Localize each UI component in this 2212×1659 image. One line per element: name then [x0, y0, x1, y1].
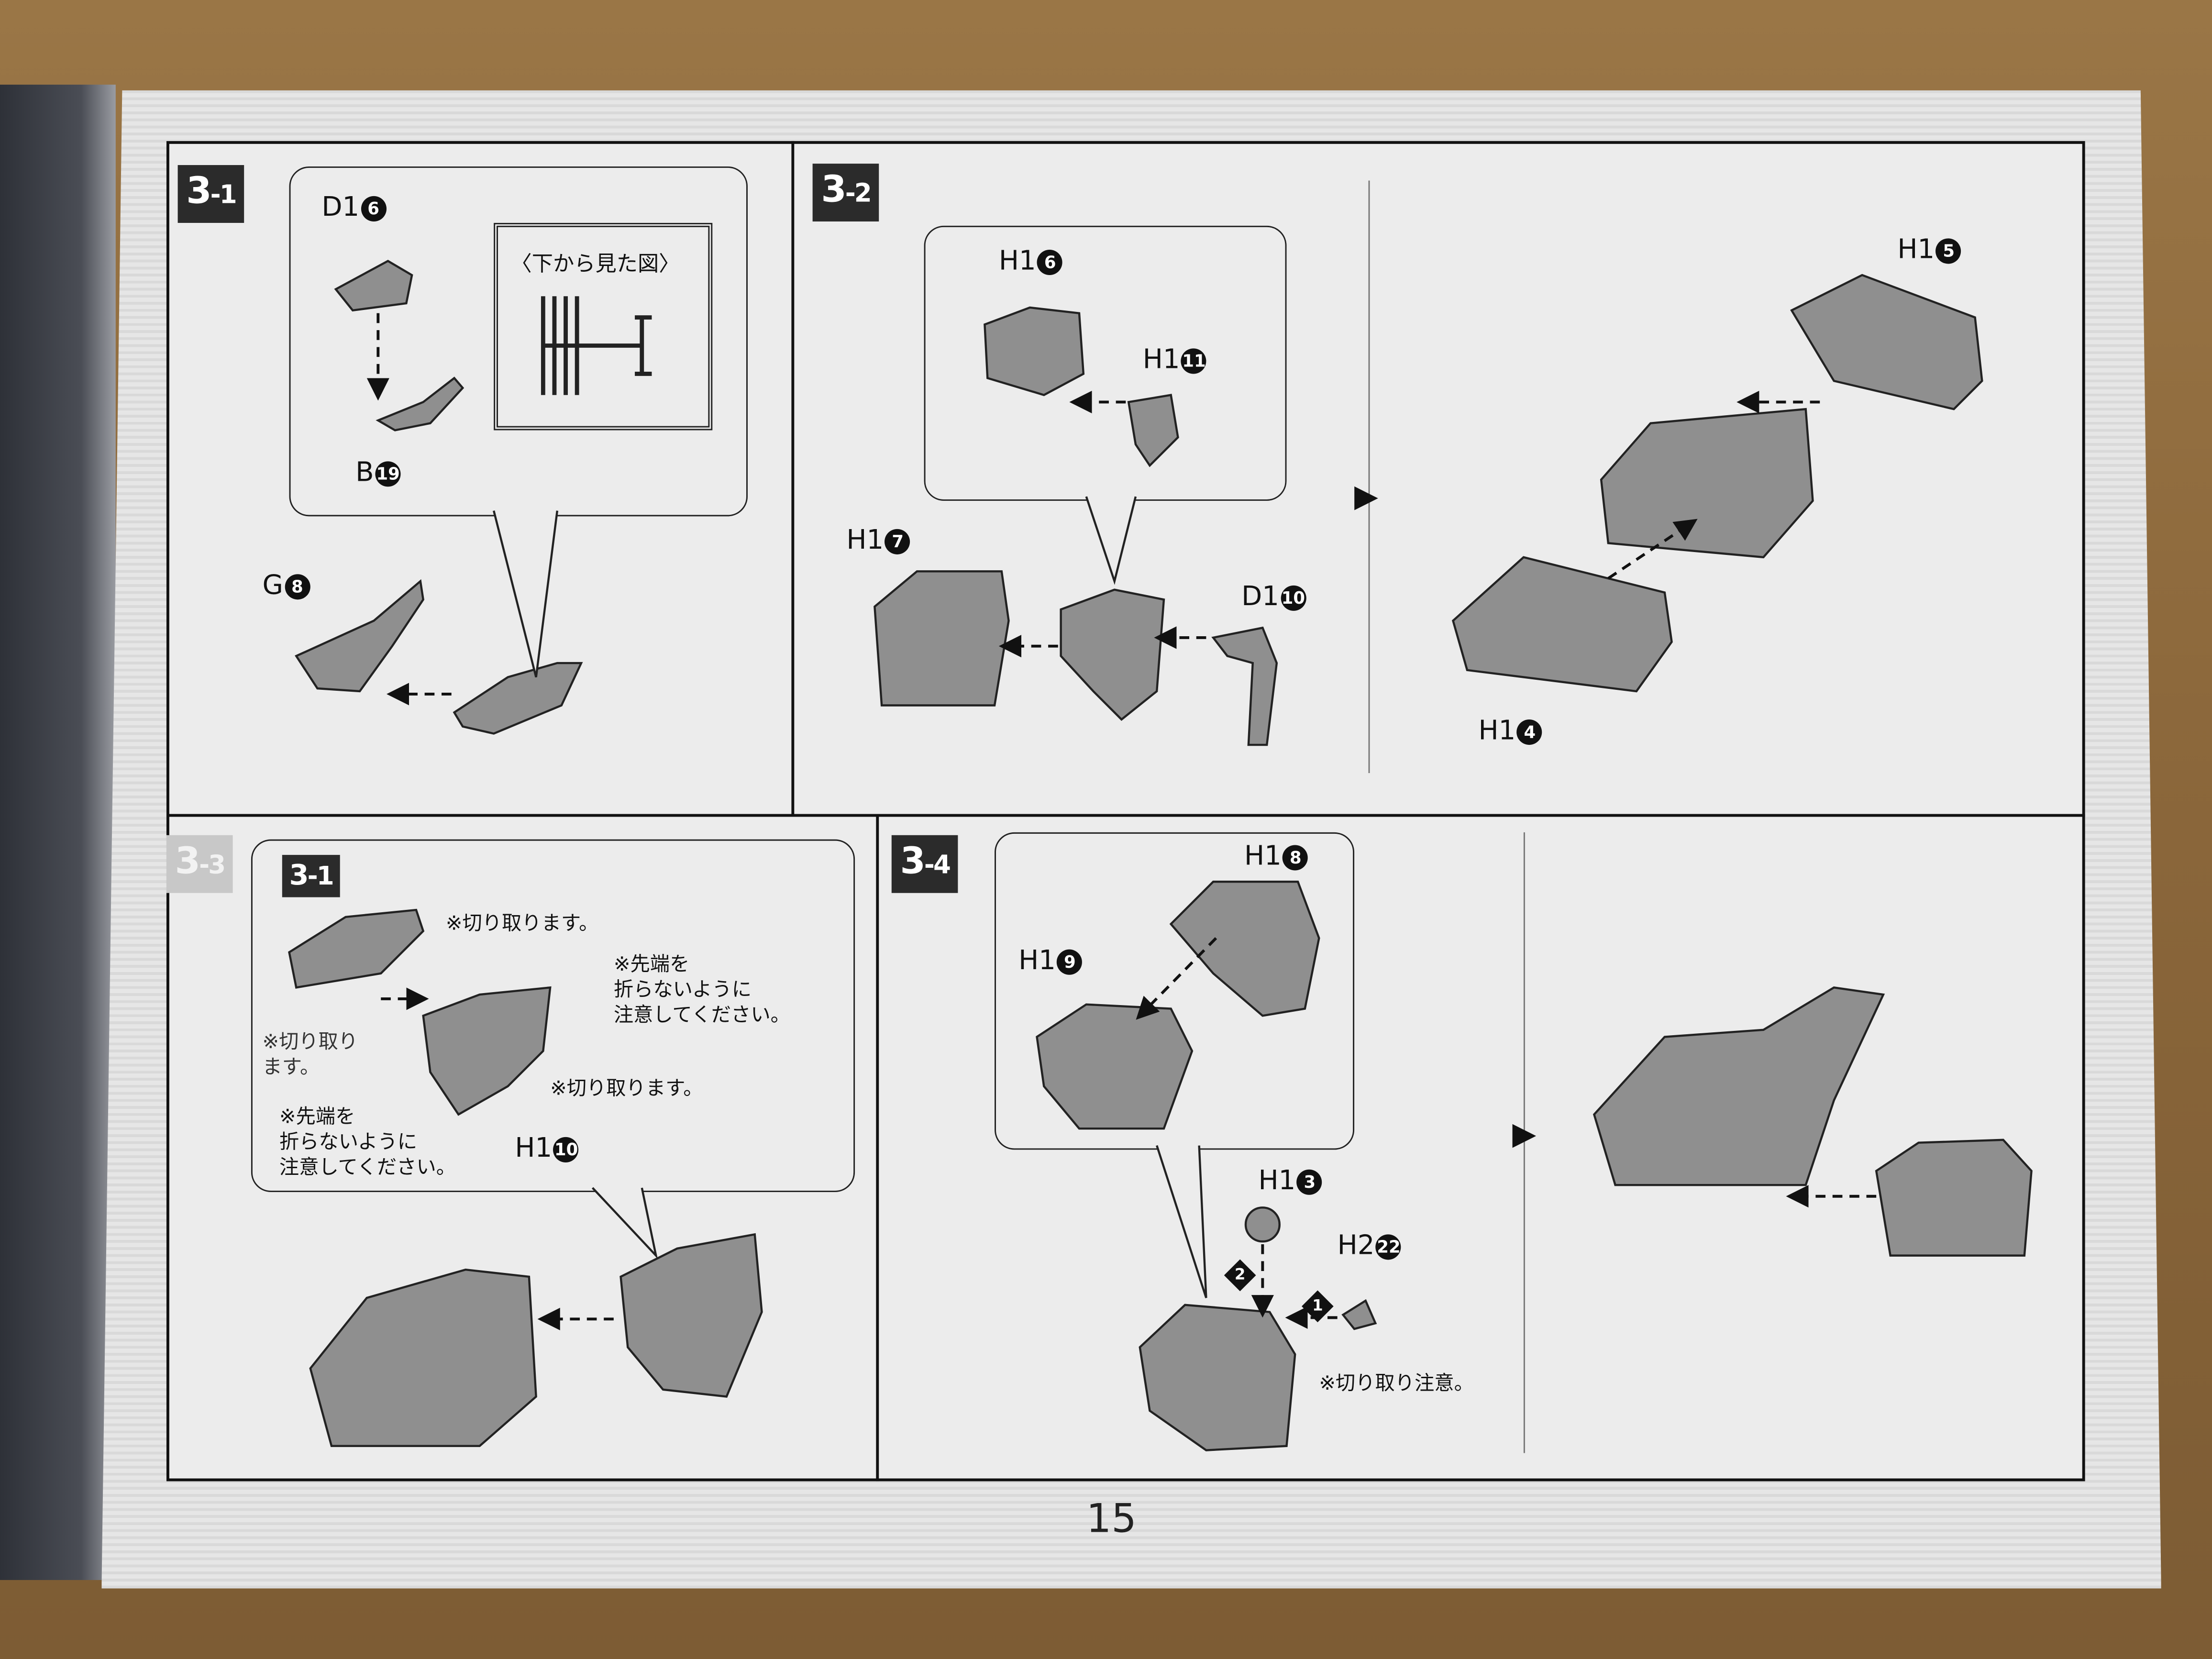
part-body-3-3	[309, 1268, 537, 1447]
part-h1-3	[1244, 1206, 1281, 1243]
next-step-arrow-icon: ▶	[1354, 479, 1378, 515]
instruction-frame	[166, 141, 2085, 1482]
part-h1-8	[1169, 880, 1320, 1017]
part-d1-10	[1211, 626, 1278, 746]
callout-3-3	[251, 839, 855, 1192]
note-cut-caution: ※切り取り注意。	[1319, 1372, 1474, 1395]
part-attach-3-4	[1875, 1139, 2033, 1257]
note-cut-1: ※切り取ります。	[445, 913, 599, 936]
panel-divider-horizontal	[166, 814, 2085, 817]
step-badge-3-1: 3-1	[177, 165, 244, 223]
part-g8	[295, 579, 425, 693]
panel-divider-top	[791, 141, 795, 816]
part-final-3-4	[1593, 986, 1885, 1186]
part-h1-6-assembled	[1060, 588, 1165, 721]
panel-divider-bottom	[876, 815, 879, 1482]
bottom-view-box	[494, 222, 713, 431]
part-d1-6	[334, 260, 413, 312]
step-badge-3-2: 3-2	[812, 164, 879, 221]
note-cut-2: ※切り取り ます。	[262, 1031, 358, 1079]
note-tip-1: ※先端を 折らないように 注意してください。	[613, 953, 790, 1027]
note-cut-3: ※切り取ります。	[550, 1078, 703, 1101]
part-body-3-4	[1139, 1304, 1296, 1451]
note-tip-2: ※先端を 折らないように 注意してください。	[279, 1106, 456, 1180]
left-page-edge	[0, 84, 116, 1580]
substep-divider-top	[1368, 180, 1370, 774]
page-number: 15	[1086, 1495, 1137, 1542]
part-h1-body	[1600, 408, 1814, 559]
order-marker-2: 2	[1224, 1259, 1256, 1292]
part-h1-9	[1036, 1003, 1194, 1130]
part-assembly-3-1	[453, 662, 583, 735]
bottom-view-drawing	[541, 296, 652, 395]
part-h1-6	[984, 306, 1085, 397]
part-head-3-3	[619, 1233, 763, 1398]
part-h1-5	[1790, 274, 1983, 410]
part-h1-7	[874, 570, 1010, 707]
part-3-1-ref	[288, 908, 425, 989]
reference-badge-3-1: 3-1	[282, 855, 340, 897]
part-h1-4	[1451, 556, 1673, 693]
assembly-arrows	[366, 313, 1877, 1330]
step-badge-3-4: 3-4	[891, 835, 958, 893]
step-badge-3-3: 3-3	[166, 835, 233, 893]
part-h2-22	[1341, 1299, 1377, 1330]
substep-divider-bottom	[1523, 832, 1525, 1453]
callout-pointers	[493, 496, 1207, 1298]
bottom-view-label: 〈下から見た図〉	[510, 251, 680, 277]
part-b19	[376, 376, 465, 431]
part-h1-11	[1127, 394, 1179, 467]
order-marker-1: 1	[1302, 1290, 1334, 1323]
part-h1-10	[422, 986, 552, 1116]
next-step-arrow-icon: ▶	[1512, 1117, 1537, 1153]
